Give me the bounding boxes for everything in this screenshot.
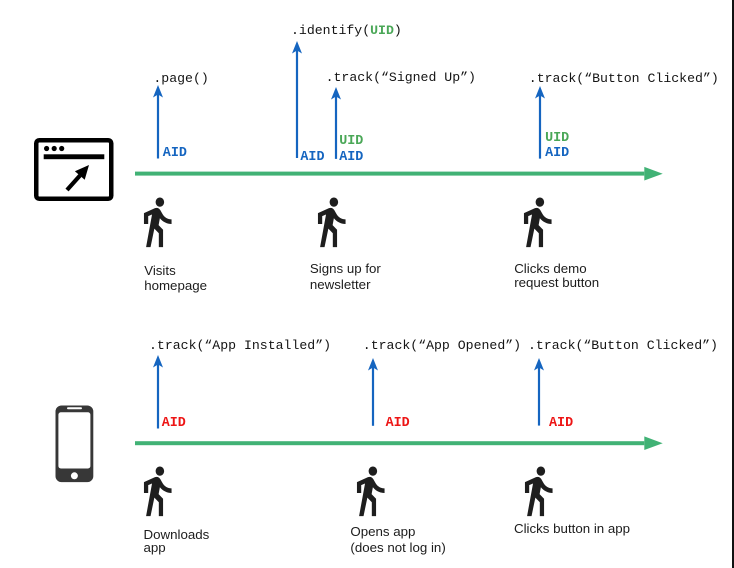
walking-person-icon-web-2 [317,197,346,248]
id-label-aid-1: AID [162,146,187,162]
caption-line-signs-up-for: Signs up for [309,260,381,276]
caption-line-does-not-log-in: (does not log in) [350,540,446,556]
code-label-identify: .identify(UID) [291,22,402,38]
identify-uid-argument: UID [370,22,394,38]
event-arrow-button-clicked-web [534,85,545,159]
id-label-aid-mobile-3: AID [549,416,574,432]
walking-person-icon-mobile-2 [356,466,385,517]
caption-line-downloads: Downloads [143,526,210,542]
browser-window-icon [34,138,114,201]
caption-opens-app: Opens app(does not log in) [350,524,445,556]
caption-line-opens-app: Opens app [350,524,416,540]
id-label-aid-2: AID [300,149,325,165]
code-label-track-app-installed: .track(“App Installed”) [149,338,332,354]
code-label-track-app-opened: .track(“App Opened”) [362,338,522,354]
caption-line-clicks-button-in-app: Clicks button in app [514,521,631,537]
caption-line-app: app [143,539,166,555]
id-label-aid-mobile-1: AID [161,416,186,431]
id-label-aid-4: AID [545,145,570,161]
mobile-timeline-arrow [135,436,663,450]
walking-person-icon-mobile-3 [525,466,553,517]
smartphone-icon [55,405,94,483]
event-arrow-app-installed [153,354,164,429]
screen-edge-line [732,0,734,568]
walking-person-icon-web-3 [524,197,552,248]
id-label-uid-4: UID [545,130,570,146]
walking-person-icon-web-1 [143,197,172,248]
event-arrow-button-clicked-mobile [533,358,544,426]
web-timeline-arrow [135,166,663,181]
caption-line-newsletter: newsletter [309,276,371,292]
event-arrow-app-opened [367,358,378,427]
caption-line-homepage: homepage [144,277,208,293]
code-label-track-button-clicked-web: .track(“Button Clicked”) [528,71,719,87]
identify-call-suffix: ) [393,22,402,38]
id-label-aid-mobile-2: AID [385,416,410,432]
identify-call-prefix: .identify( [291,22,371,38]
code-label-page: .page() [153,71,209,86]
code-label-track-signed-up: .track(“Signed Up”) [325,70,476,86]
code-label-track-button-clicked-mobile: .track(“Button Clicked”) [528,338,718,354]
id-label-aid-3: AID [339,149,364,165]
caption-line-clicks-demo: Clicks demo [514,260,587,276]
event-arrow-identify [291,41,302,159]
caption-clicks-button-in-app: Clicks button in app [514,522,630,536]
event-arrow-signed-up [331,87,342,160]
event-arrow-page [152,85,163,159]
walking-person-icon-mobile-1 [143,466,172,517]
caption-line-visits: Visits [144,263,176,279]
caption-line-request-button: request button [514,275,600,291]
id-label-uid-3: UID [339,133,364,149]
